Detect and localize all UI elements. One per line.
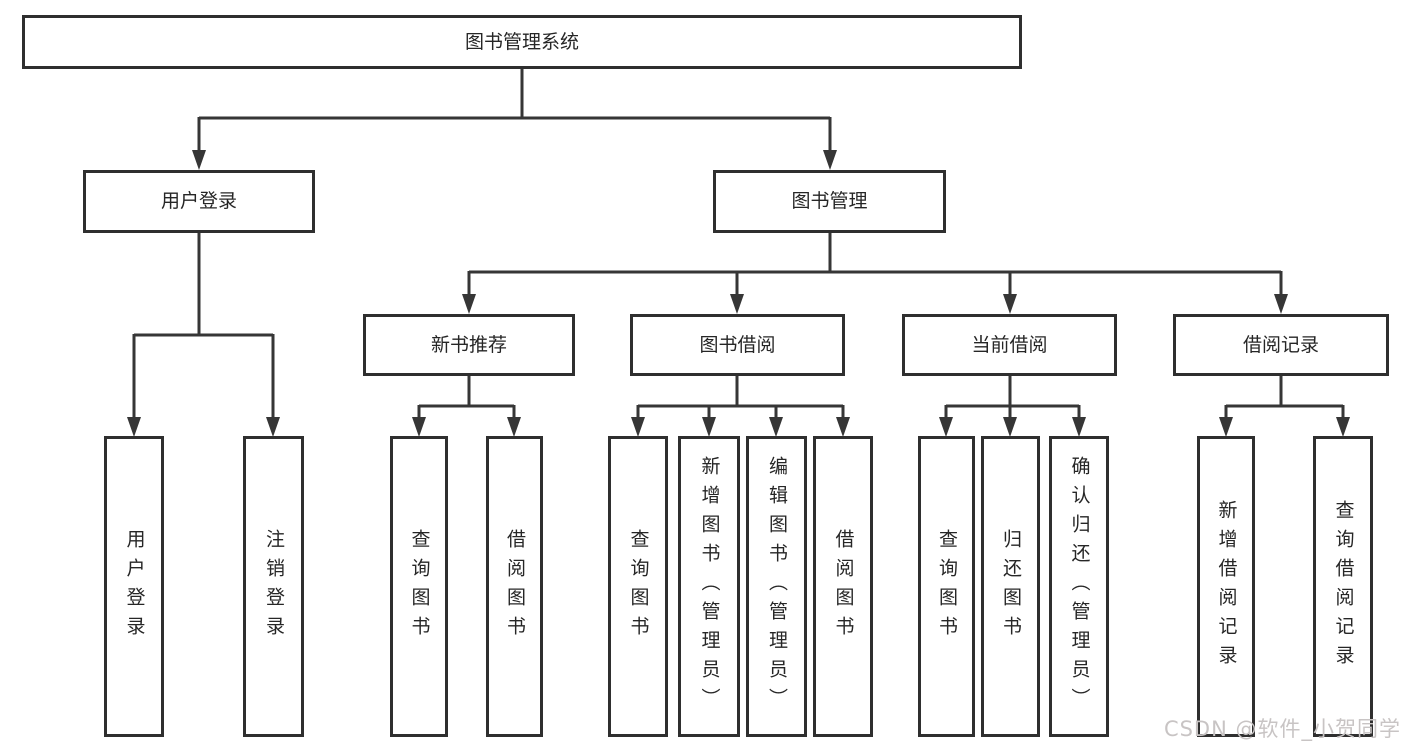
node-current-borrow: 当前借阅 [902, 314, 1117, 376]
node-leaf-query-books-1: 查询图书 [390, 436, 448, 737]
node-leaf-query-books-3: 查询图书 [918, 436, 975, 737]
node-leaf-user-login: 用户登录 [104, 436, 164, 737]
connector-lines [132, 69, 1345, 418]
node-leaf-add-book-admin: 新增图书（管理员） [678, 436, 740, 737]
node-leaf-confirm-return-admin: 确认归还（管理员） [1049, 436, 1109, 737]
node-leaf-query-books-2: 查询图书 [608, 436, 668, 737]
node-leaf-borrow-books-2: 借阅图书 [813, 436, 873, 737]
node-leaf-borrow-books-1: 借阅图书 [486, 436, 543, 737]
node-user-login: 用户登录 [83, 170, 315, 233]
csdn-watermark: CSDN @软件_小贺同学 [1163, 717, 1401, 741]
node-root-system: 图书管理系统 [22, 15, 1022, 69]
node-leaf-edit-book-admin: 编辑图书（管理员） [746, 436, 807, 737]
arrow-down-icons [127, 150, 1350, 437]
node-leaf-add-borrow-record: 新增借阅记录 [1197, 436, 1255, 737]
node-new-book-recommend: 新书推荐 [363, 314, 575, 376]
node-book-management: 图书管理 [713, 170, 946, 233]
node-leaf-logout: 注销登录 [243, 436, 304, 737]
node-book-borrow: 图书借阅 [630, 314, 845, 376]
node-leaf-return-book: 归还图书 [981, 436, 1040, 737]
node-leaf-query-borrow-record: 查询借阅记录 [1313, 436, 1373, 737]
node-borrow-records: 借阅记录 [1173, 314, 1389, 376]
